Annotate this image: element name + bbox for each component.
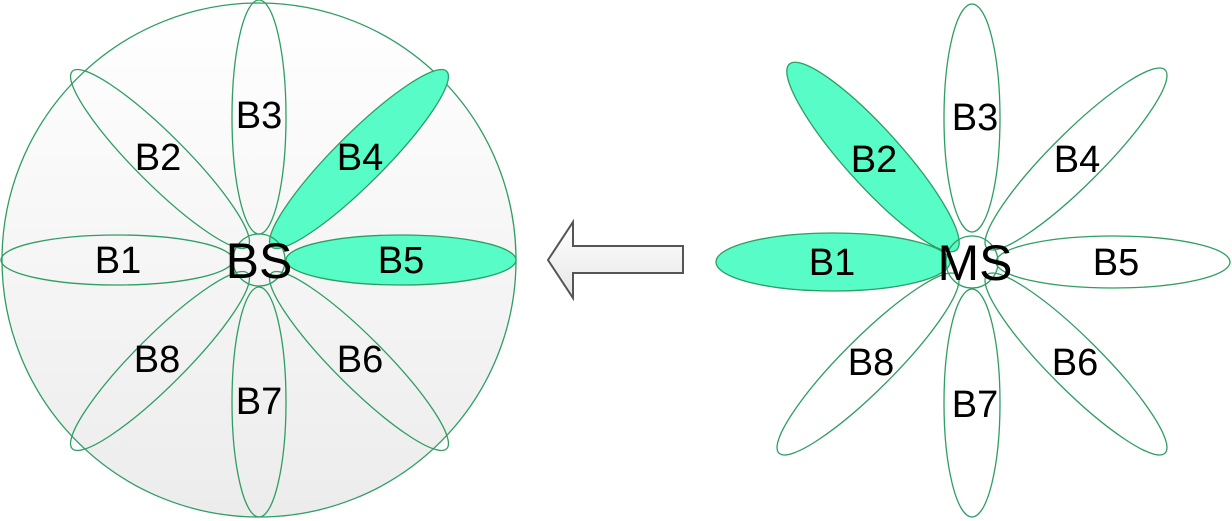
bs-beam-b2 <box>69 68 251 250</box>
bs-beam-b5 <box>285 234 517 286</box>
ms-beam-b5 <box>995 235 1231 289</box>
ms-beam-b4 <box>984 67 1168 251</box>
bs-beam-b7-label: B7 <box>236 381 282 423</box>
bs-beam-b7 <box>231 286 287 518</box>
bs-beam-b5-label: B5 <box>378 240 424 282</box>
ms-beam-b3-label: B3 <box>952 97 998 139</box>
ms-beam-b8-label: B8 <box>848 342 894 384</box>
bs-beam-b2-label: B2 <box>135 137 181 179</box>
bs-beam-b6-label: B6 <box>337 339 383 381</box>
ms-group: B1 B2 B3 B4 B5 B6 B7 B8 MS <box>715 3 1231 518</box>
ms-beam-b3 <box>943 3 1001 233</box>
ms-beam-b6-label: B6 <box>1052 342 1098 384</box>
bs-beam-b6 <box>268 270 450 452</box>
ms-beam-b5-label: B5 <box>1093 242 1139 284</box>
bs-beam-b8 <box>69 270 251 452</box>
ms-beam-b1-label: B1 <box>809 242 855 284</box>
bs-beam-b4-label: B4 <box>337 137 383 179</box>
ms-beam-b2 <box>786 61 960 253</box>
ms-beam-b1 <box>715 232 951 292</box>
bs-label: BS <box>226 233 293 289</box>
bs-hub <box>232 233 286 287</box>
bs-group: B1 B2 B3 B4 B5 B6 B7 B8 BS <box>0 0 517 518</box>
bs-beam-b8-label: B8 <box>134 339 180 381</box>
ms-beam-b7-label: B7 <box>952 384 998 426</box>
ms-beam-b2-label: B2 <box>851 139 897 181</box>
ms-beam-b4-label: B4 <box>1054 139 1100 181</box>
bs-beam-b1-label: B1 <box>95 240 141 282</box>
ms-label: MS <box>938 235 1013 291</box>
ms-hub <box>945 235 999 289</box>
bs-beam-b3-label: B3 <box>236 95 282 137</box>
ms-beam-b6 <box>984 272 1168 456</box>
bs-beam-b4 <box>268 68 450 250</box>
ms-beam-b8 <box>776 272 960 456</box>
left-arrow <box>546 218 684 302</box>
ms-beam-b7 <box>943 288 1001 518</box>
